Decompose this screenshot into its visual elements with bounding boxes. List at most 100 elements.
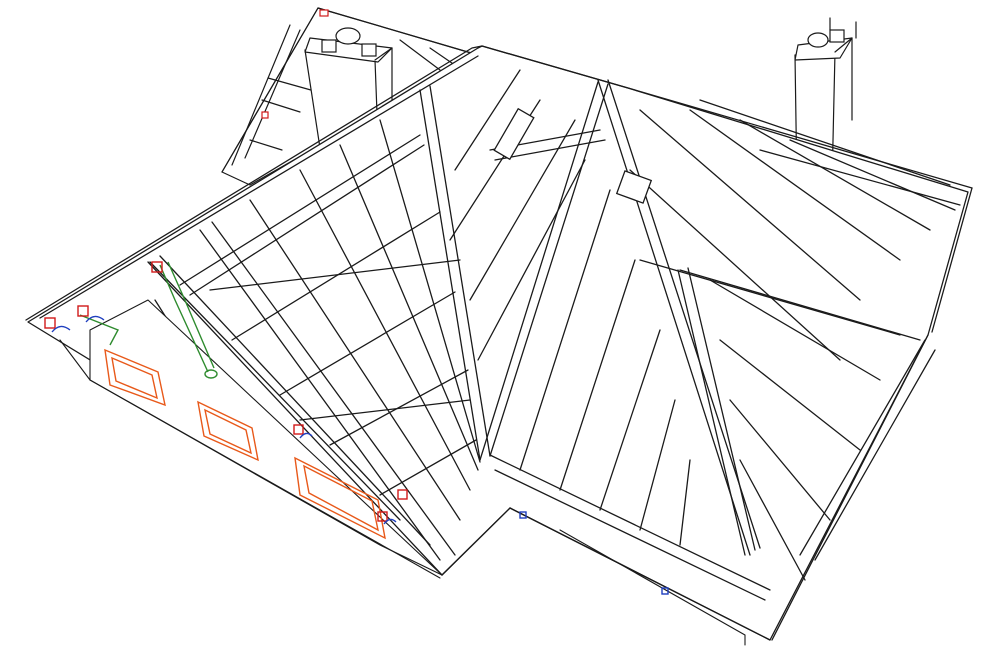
purlin [699, 99, 951, 186]
window-1 [104, 348, 166, 407]
wall-plate [814, 349, 936, 561]
rear-wing-rafter [399, 39, 441, 71]
common-rafter [789, 139, 956, 211]
purlin [189, 144, 425, 296]
downspout-pipe [167, 261, 215, 369]
facade-wall [89, 299, 443, 576]
common-rafter [679, 459, 691, 546]
facade-wall-edge [59, 339, 91, 381]
window-group [104, 348, 386, 540]
window-frame [294, 456, 386, 540]
downspout-pipe [159, 264, 209, 373]
green-downspout [79, 261, 218, 379]
rear-wing-rafter [231, 24, 291, 166]
common-rafter [149, 261, 401, 521]
chimney-right-pot [807, 32, 829, 48]
bracket-blue [661, 587, 669, 595]
eave-brackets [44, 261, 669, 595]
window-2 [197, 400, 259, 462]
rear-wing-rafter [244, 29, 301, 159]
chimney-left-flue [321, 39, 337, 53]
bracket-red [377, 511, 388, 522]
common-rafter [629, 169, 841, 361]
purlin [329, 369, 469, 446]
downspout-outlet [204, 369, 218, 379]
main-roof-fascia [931, 187, 973, 333]
facade-wall-edge [89, 379, 441, 579]
main-roof-fascia [25, 45, 483, 321]
rear-wing-red-marker [261, 111, 269, 119]
hip-rafter [429, 85, 491, 457]
main-hip-roof [25, 45, 973, 641]
chimney-right-edge [834, 37, 853, 53]
main-roof-fascia [441, 507, 511, 576]
rear-wing-ridge [317, 7, 479, 56]
common-rafter [559, 259, 636, 491]
bracket-red [397, 489, 408, 500]
rear-wing-eave [221, 7, 319, 173]
bracket-blue [383, 518, 397, 525]
main-roof-fascia [147, 261, 443, 576]
foundation-edge [559, 529, 746, 636]
common-rafter [299, 169, 471, 491]
strut [493, 107, 535, 161]
rear-wing-purlin [249, 139, 283, 151]
common-rafter [739, 459, 806, 581]
common-rafter [211, 221, 456, 556]
rear-wing-purlin [261, 99, 301, 113]
front-facade [59, 299, 746, 646]
common-rafter [639, 109, 861, 301]
rear-wing-red-marker [319, 9, 329, 17]
gable-panel-edge [209, 259, 461, 291]
valley-rafter [687, 267, 756, 551]
window-frame [104, 348, 166, 407]
purlin [379, 439, 477, 496]
bracket-blue [519, 511, 527, 519]
purlin [231, 211, 441, 341]
common-rafter [159, 255, 431, 546]
purlin [679, 269, 921, 341]
common-rafter [519, 189, 611, 471]
purlin [279, 291, 456, 396]
wall-plate [489, 454, 771, 591]
bracket-red [44, 317, 56, 329]
purlin [639, 259, 901, 336]
window-3 [294, 456, 386, 540]
common-rafter [454, 69, 521, 171]
rear-wing-purlin [267, 77, 319, 93]
hip-rafter [607, 79, 761, 549]
common-rafter [249, 199, 461, 521]
common-rafter [689, 109, 901, 261]
purlin [759, 149, 961, 206]
valley-rafter [677, 269, 746, 556]
hip-rafter [419, 89, 481, 461]
main-roof-fascia [39, 55, 479, 319]
bracket-red [77, 305, 89, 317]
chimney-left-edge [374, 47, 393, 61]
common-rafter [339, 144, 479, 471]
main-roof-fascia [509, 507, 771, 641]
common-rafter [477, 159, 586, 361]
common-rafter [599, 329, 661, 511]
bracket-blue [51, 325, 71, 333]
bracket-red [293, 424, 304, 435]
chimney-left-pot [335, 27, 361, 45]
main-roof-fascia [481, 45, 973, 189]
gutter-bracket [79, 314, 119, 346]
window-frame [204, 408, 252, 455]
window-frame [303, 464, 379, 532]
common-rafter [379, 119, 481, 463]
window-frame [111, 356, 158, 400]
hip-rafter [489, 83, 609, 457]
gable-panel-edge [299, 399, 471, 421]
common-rafter [729, 399, 831, 521]
common-rafter [199, 229, 441, 561]
wall-plate [799, 339, 926, 556]
main-roof-fascia [771, 334, 929, 641]
common-rafter [639, 399, 676, 531]
chimney-right-flue [829, 29, 845, 43]
strut [615, 170, 653, 204]
common-rafter [739, 119, 931, 231]
